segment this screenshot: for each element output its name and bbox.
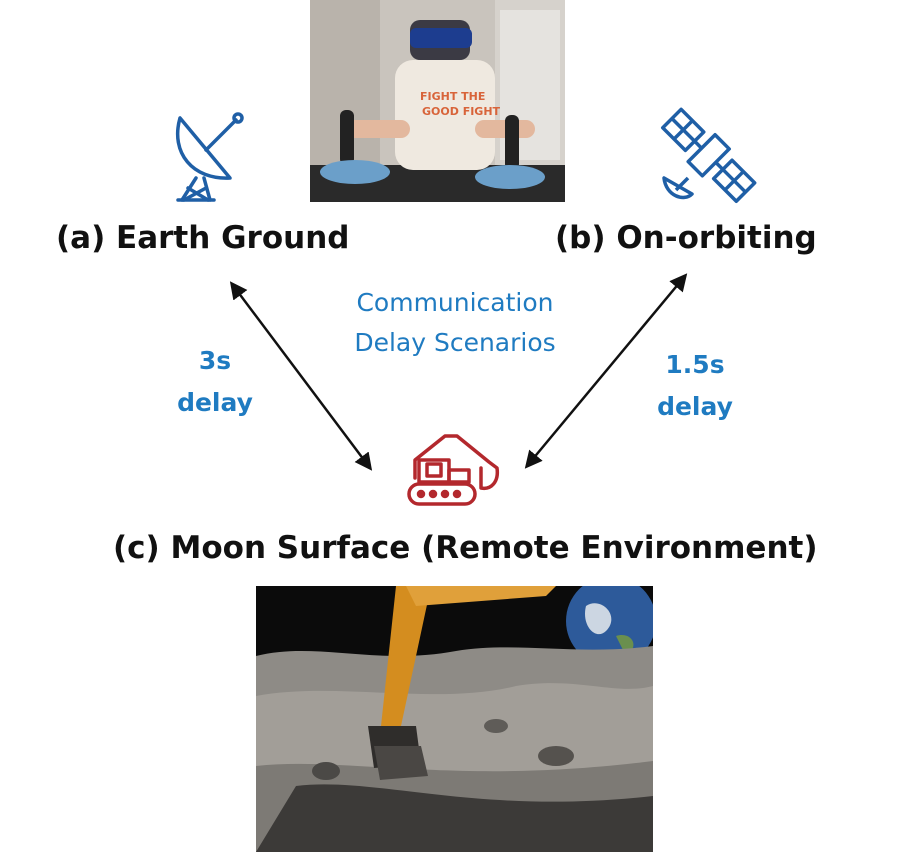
- on-orbiting-label: (b) On-orbiting: [555, 220, 817, 256]
- communication-delay-title: Communication Delay Scenarios: [300, 283, 610, 363]
- svg-text:GOOD FIGHT: GOOD FIGHT: [422, 105, 501, 118]
- arrow-earth-moon: [229, 281, 373, 471]
- earth-ground-label: (a) Earth Ground: [56, 220, 350, 256]
- arrow-orbit-moon: [524, 273, 688, 469]
- moon-surface-label: (c) Moon Surface (Remote Environment): [113, 530, 818, 566]
- title-line-2: Delay Scenarios: [354, 328, 556, 357]
- excavator-icon: [405, 426, 505, 516]
- moon-surface-render: [256, 586, 653, 852]
- svg-text:FIGHT THE: FIGHT THE: [420, 90, 485, 103]
- operator-photo: FIGHT THE GOOD FIGHT: [310, 0, 565, 202]
- title-line-1: Communication: [356, 288, 554, 317]
- satellite-dish-icon: [168, 108, 248, 203]
- satellite-icon: [658, 106, 758, 206]
- left-delay-value: 3s: [198, 346, 232, 375]
